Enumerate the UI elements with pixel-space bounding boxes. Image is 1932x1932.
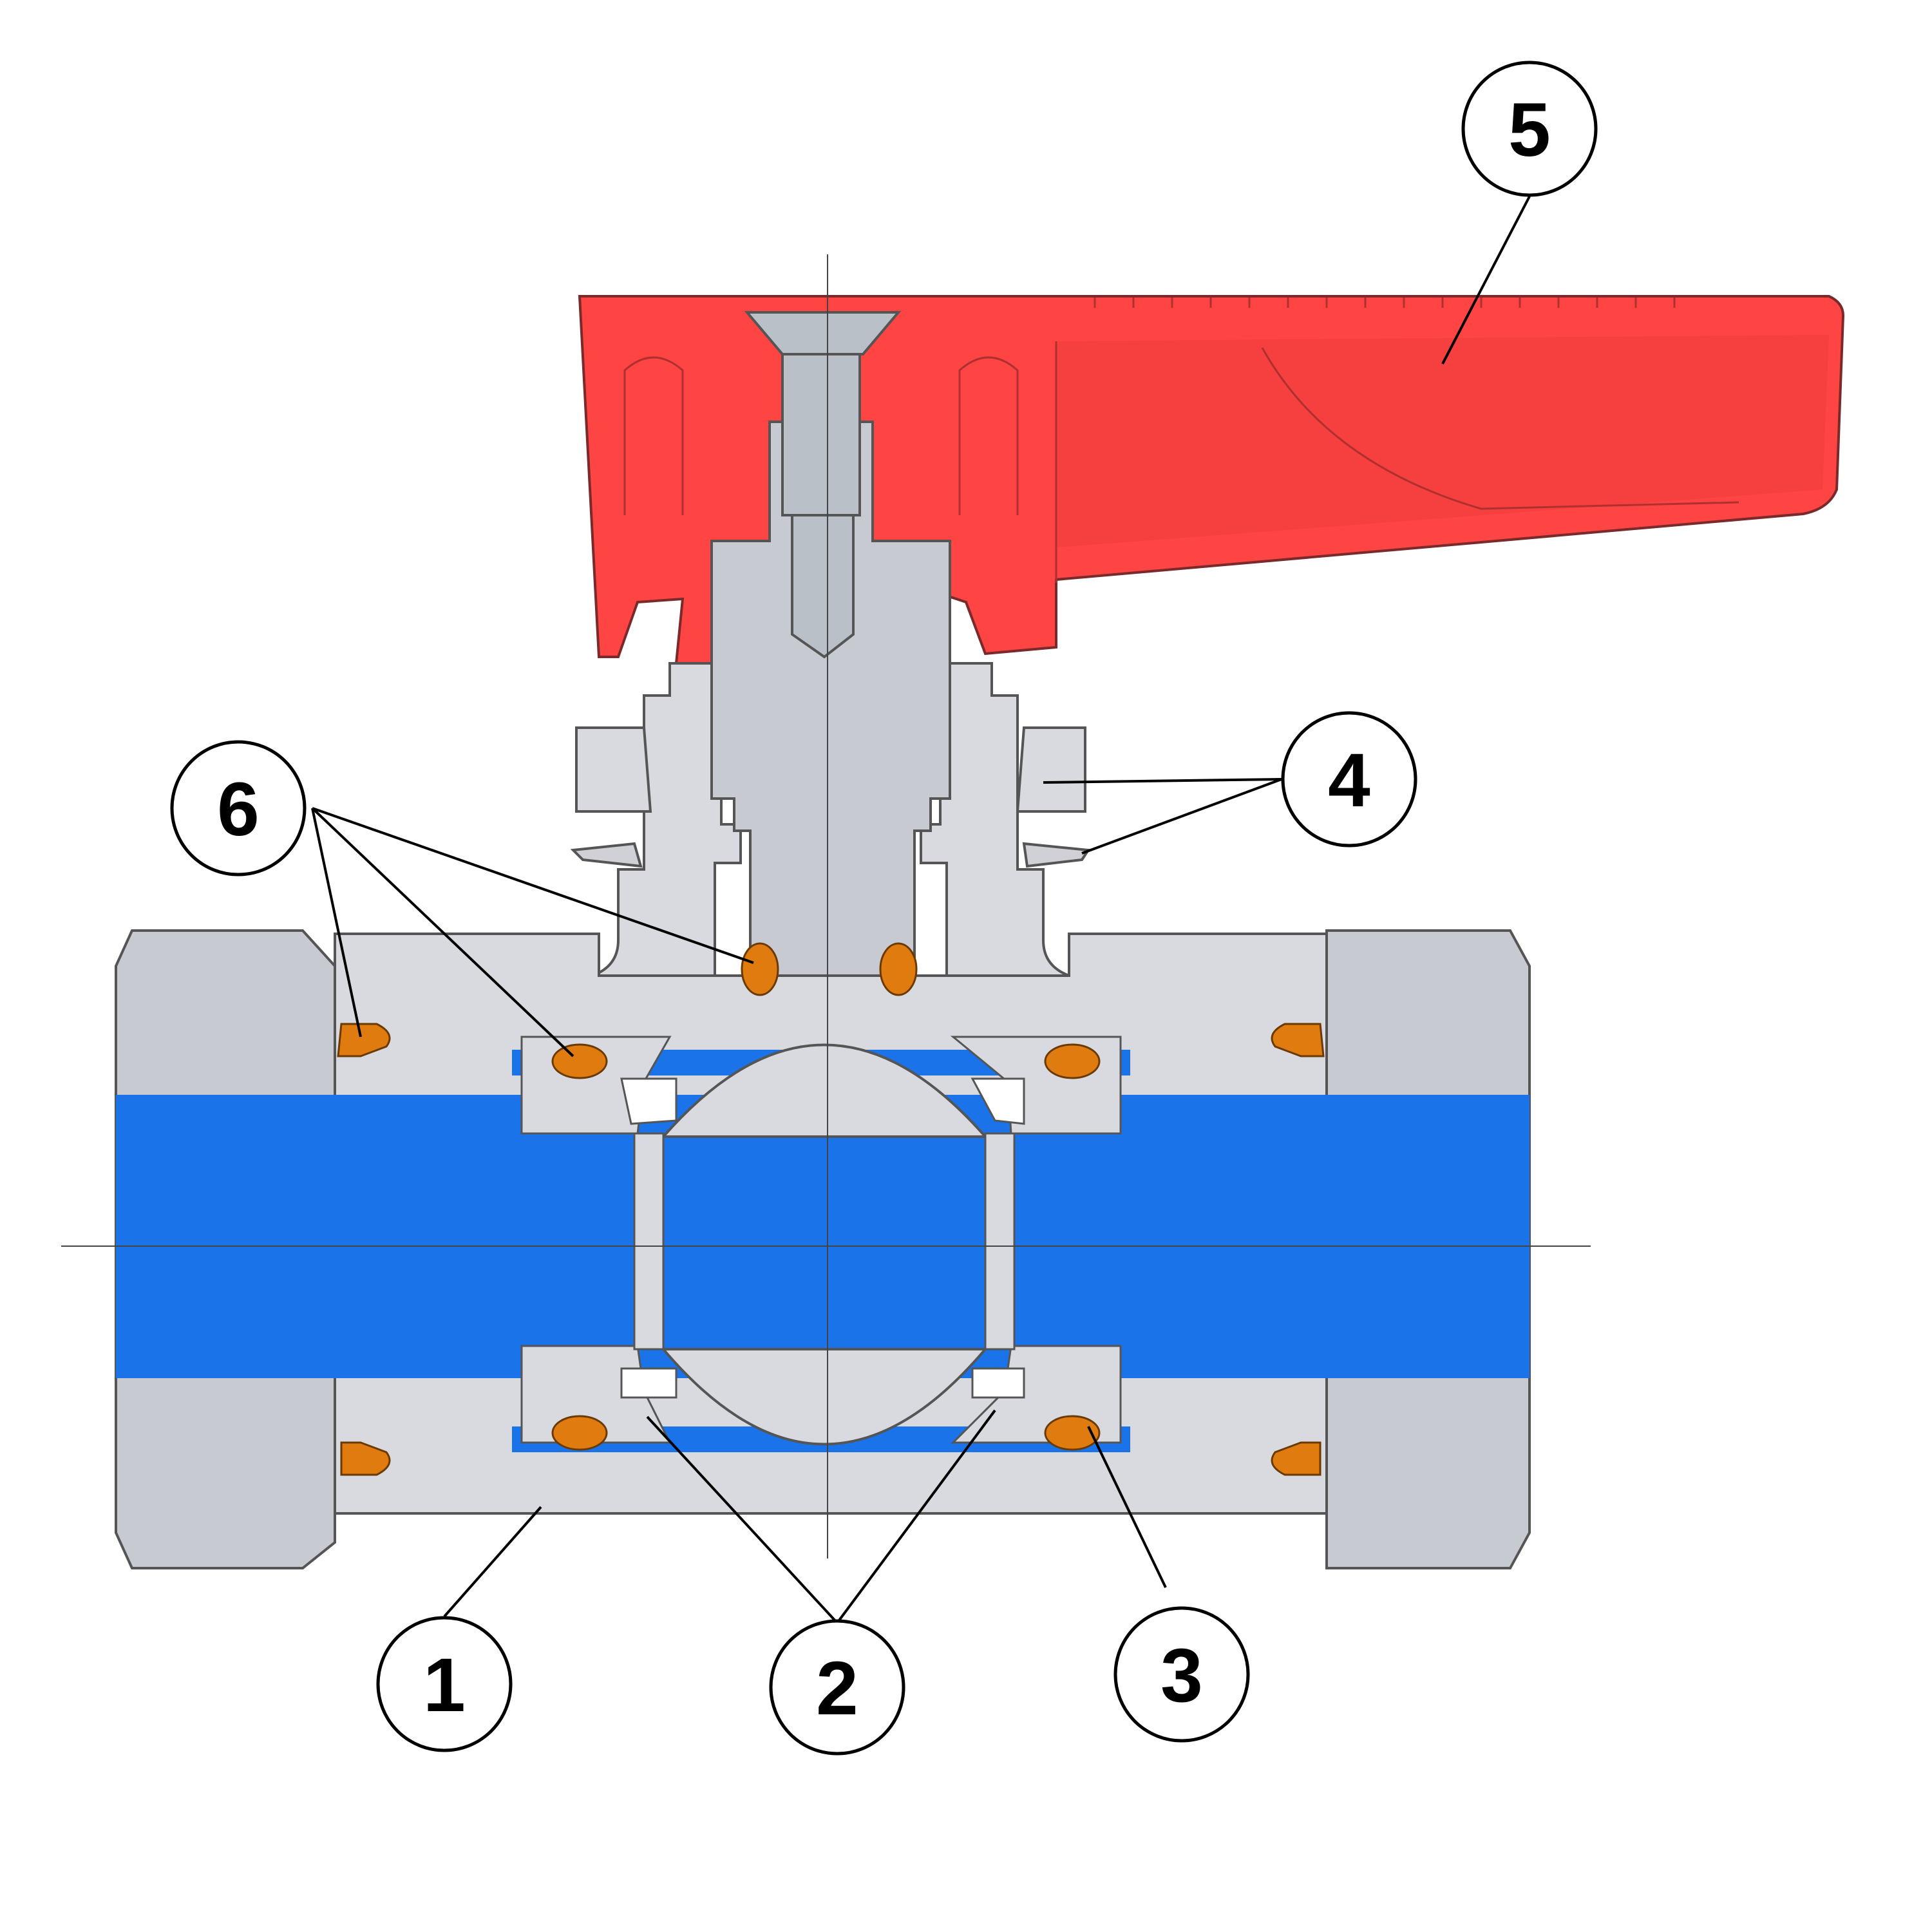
callout-1: 1 xyxy=(376,1616,513,1752)
seat-right xyxy=(984,1132,1016,1350)
seal-stem-left xyxy=(741,942,779,996)
seal-end-bottom-left xyxy=(340,1441,391,1476)
seal-ball-top-left xyxy=(551,1043,608,1079)
callout-5: 5 xyxy=(1461,61,1598,197)
insert-left xyxy=(520,1036,677,1444)
seat-left xyxy=(633,1132,665,1350)
svg-text:3: 3 xyxy=(1160,1633,1203,1718)
svg-text:1: 1 xyxy=(423,1643,466,1728)
gland-nut-right xyxy=(1016,726,1091,868)
seal-stem-right xyxy=(879,942,918,996)
seal-ball-top-right xyxy=(1044,1043,1101,1079)
screw xyxy=(744,311,902,659)
callout-2: 2 xyxy=(769,1619,905,1756)
seal-ball-bottom-right xyxy=(1044,1415,1101,1451)
leader-lines xyxy=(311,196,1531,1624)
svg-text:4: 4 xyxy=(1328,738,1370,823)
callout-4: 4 xyxy=(1281,711,1417,848)
seal-end-bottom-right xyxy=(1271,1441,1321,1476)
seal-ball-bottom-left xyxy=(551,1415,608,1451)
svg-text:5: 5 xyxy=(1508,88,1551,173)
seal-end-top-right xyxy=(1271,1023,1325,1057)
seals xyxy=(337,942,1325,1476)
svg-text:6: 6 xyxy=(217,767,260,852)
seal-end-top-left xyxy=(337,1023,391,1057)
svg-text:2: 2 xyxy=(816,1646,858,1731)
gland-nut-left xyxy=(570,726,652,868)
callout-6: 6 xyxy=(170,740,307,876)
callout-3: 3 xyxy=(1113,1606,1250,1743)
center-lines xyxy=(61,254,1591,1558)
ball xyxy=(660,1043,989,1446)
